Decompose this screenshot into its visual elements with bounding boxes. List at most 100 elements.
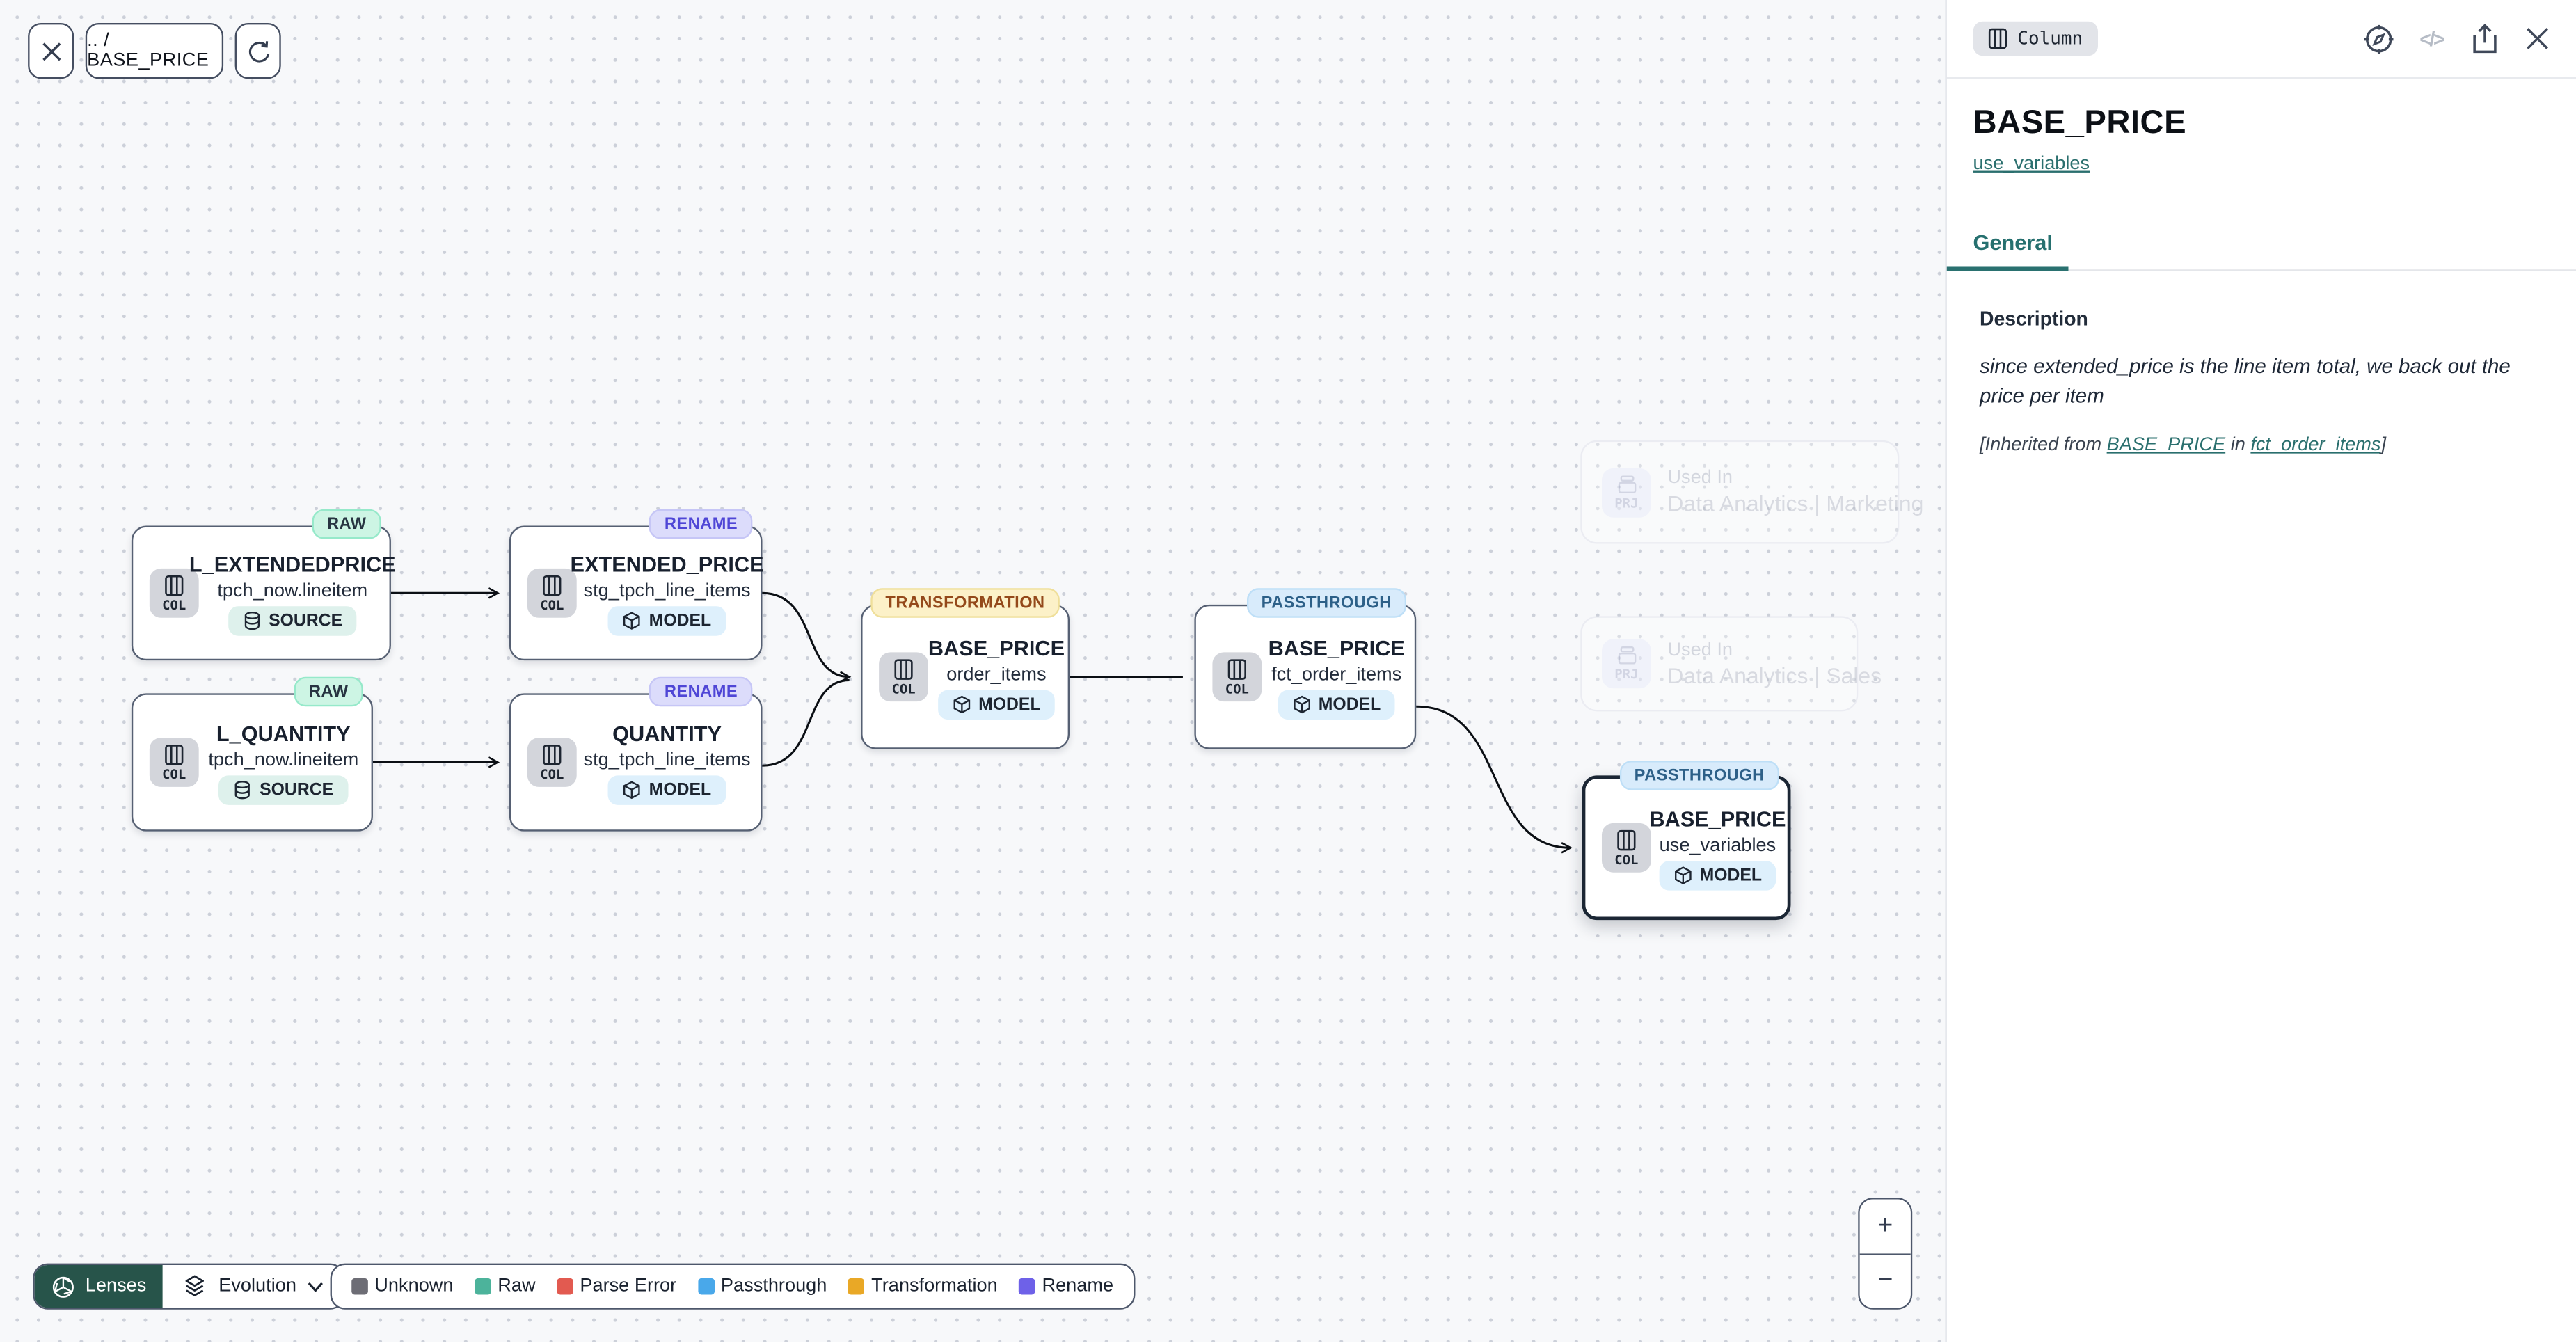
project-icon: [1617, 646, 1636, 665]
column-chip: COL: [149, 738, 199, 787]
lineage-canvas[interactable]: .. / BASE_PRICE RAW COL L_EXTENDEDPRICE …: [0, 0, 1946, 1342]
legend-item-passthrough: Passthrough: [697, 1276, 827, 1296]
node-subtitle: tpch_now.lineitem: [217, 580, 368, 601]
close-panel-button[interactable]: [2520, 22, 2553, 55]
zoom-out-button[interactable]: −: [1859, 1253, 1911, 1308]
lineage-edges: [372, 587, 1573, 854]
lens-badge: PASSTHROUGH: [1246, 588, 1407, 618]
used-in-label: Used In: [1667, 468, 1733, 488]
database-icon: [244, 610, 259, 630]
inherited-column-link[interactable]: BASE_PRICE: [2106, 434, 2226, 454]
model-badge: MODEL: [1658, 859, 1777, 890]
node-subtitle: fct_order_items: [1271, 665, 1402, 685]
refresh-icon: [248, 40, 269, 62]
model-link[interactable]: use_variables: [1973, 154, 2090, 175]
inherited-note: [Inherited from BASE_PRICE in fct_order_…: [1980, 434, 2387, 454]
lenses-button[interactable]: Lenses: [34, 1264, 163, 1308]
node-subtitle: use_variables: [1659, 835, 1776, 855]
breadcrumb[interactable]: .. / BASE_PRICE: [85, 23, 224, 79]
column-icon: [1617, 829, 1636, 850]
description-text: since extended_price is the line item to…: [1980, 354, 2511, 407]
cube-icon: [623, 611, 640, 629]
inherited-model-link[interactable]: fct_order_items: [2250, 434, 2381, 454]
node-l-extendedprice[interactable]: RAW COL L_EXTENDEDPRICE tpch_now.lineite…: [131, 509, 396, 661]
used-in-node-sales[interactable]: PRJ Used In Data Analytics | Sales: [1580, 616, 1882, 712]
column-chip: COL: [527, 568, 577, 618]
node-base-price-order-items[interactable]: TRANSFORMATION COL BASE_PRICE order_item…: [861, 588, 1070, 749]
share-icon: [2472, 24, 2496, 54]
code-icon[interactable]: </>: [2419, 26, 2444, 51]
refresh-button[interactable]: [234, 23, 281, 79]
node-subtitle: stg_tpch_line_items: [583, 580, 751, 601]
explore-lineage-button[interactable]: [2362, 22, 2395, 55]
lens-badge: RENAME: [649, 509, 753, 539]
node-subtitle: stg_tpch_line_items: [583, 749, 751, 770]
model-badge: MODEL: [937, 689, 1056, 719]
lens-badge: RAW: [312, 509, 381, 539]
legend-swatch: [351, 1278, 368, 1295]
lens-aperture-icon: [52, 1276, 74, 1297]
node-extended-price[interactable]: RENAME COL EXTENDED_PRICE stg_tpch_line_…: [509, 509, 764, 661]
breadcrumb-label: .. / BASE_PRICE: [87, 31, 209, 71]
evolution-dropdown[interactable]: Evolution: [162, 1264, 344, 1308]
node-title: QUANTITY: [612, 720, 722, 745]
source-badge: SOURCE: [218, 774, 349, 804]
node-subtitle: tpch_now.lineitem: [208, 749, 359, 770]
lens-badge: TRANSFORMATION: [870, 588, 1060, 618]
node-title: BASE_PRICE: [1649, 806, 1786, 831]
cube-icon: [1673, 866, 1691, 884]
legend-swatch: [557, 1278, 573, 1295]
lens-badge: RAW: [294, 676, 363, 707]
panel-title: BASE_PRICE: [1973, 105, 2187, 142]
panel-tabs: General: [1946, 217, 2576, 271]
close-lineage-button[interactable]: [28, 23, 74, 79]
database-icon: [234, 780, 250, 799]
legend-swatch: [848, 1278, 865, 1295]
column-chip: COL: [879, 652, 928, 702]
lenses-control: Lenses Evolution: [33, 1263, 346, 1310]
model-badge: MODEL: [1277, 689, 1396, 719]
project-icon: [1617, 475, 1636, 493]
node-title: L_QUANTITY: [216, 720, 351, 745]
legend-item-unknown: Unknown: [351, 1276, 454, 1296]
node-quantity[interactable]: RENAME COL QUANTITY stg_tpch_line_items …: [509, 676, 763, 832]
node-title: EXTENDED_PRICE: [570, 551, 764, 576]
project-chip: PRJ: [1601, 467, 1651, 517]
legend-swatch: [475, 1278, 491, 1295]
source-badge: SOURCE: [228, 605, 358, 635]
node-base-price-use-variables[interactable]: PASSTHROUGH COL BASE_PRICE use_variables…: [1582, 761, 1791, 921]
legend-item-transformation: Transformation: [848, 1276, 998, 1296]
close-icon: [42, 42, 61, 61]
legend-item-rename: Rename: [1019, 1276, 1113, 1296]
used-in-label: Used In: [1667, 639, 1733, 660]
node-title: BASE_PRICE: [928, 635, 1065, 660]
used-in-project: Data Analytics | Sales: [1667, 662, 1882, 688]
node-title: BASE_PRICE: [1268, 635, 1405, 660]
column-icon: [165, 574, 184, 596]
share-button[interactable]: [2467, 22, 2500, 55]
column-chip: COL: [1601, 823, 1651, 873]
used-in-node-marketing[interactable]: PRJ Used In Data Analytics | Marketing: [1580, 440, 1923, 544]
lens-legend: Unknown Raw Parse Error Passthrough Tran…: [330, 1263, 1135, 1310]
description-heading: Description: [1980, 307, 2088, 331]
node-subtitle: order_items: [946, 665, 1047, 685]
details-panel: Column </>: [1945, 0, 2576, 1342]
entity-kind-badge: Column: [1973, 21, 2098, 56]
layers-icon: [185, 1275, 205, 1296]
zoom-in-button[interactable]: +: [1859, 1199, 1911, 1254]
chevron-down-icon: [308, 1281, 324, 1292]
legend-swatch: [697, 1278, 715, 1295]
close-icon: [2525, 28, 2547, 49]
lens-badge: PASSTHROUGH: [1619, 761, 1779, 790]
node-l-quantity[interactable]: RAW COL L_QUANTITY tpch_now.lineitem SOU…: [131, 676, 373, 832]
node-title: L_EXTENDEDPRICE: [189, 551, 396, 576]
used-in-project: Data Analytics | Marketing: [1667, 491, 1924, 516]
node-base-price-fct-order-items[interactable]: PASSTHROUGH COL BASE_PRICE fct_order_ite…: [1194, 588, 1417, 749]
project-chip: PRJ: [1601, 639, 1651, 689]
lenses-label: Lenses: [85, 1276, 147, 1296]
panel-header: Column </>: [1946, 0, 2576, 79]
tab-general[interactable]: General: [1946, 217, 2092, 271]
column-icon: [165, 743, 184, 765]
compass-icon: [2364, 24, 2394, 54]
